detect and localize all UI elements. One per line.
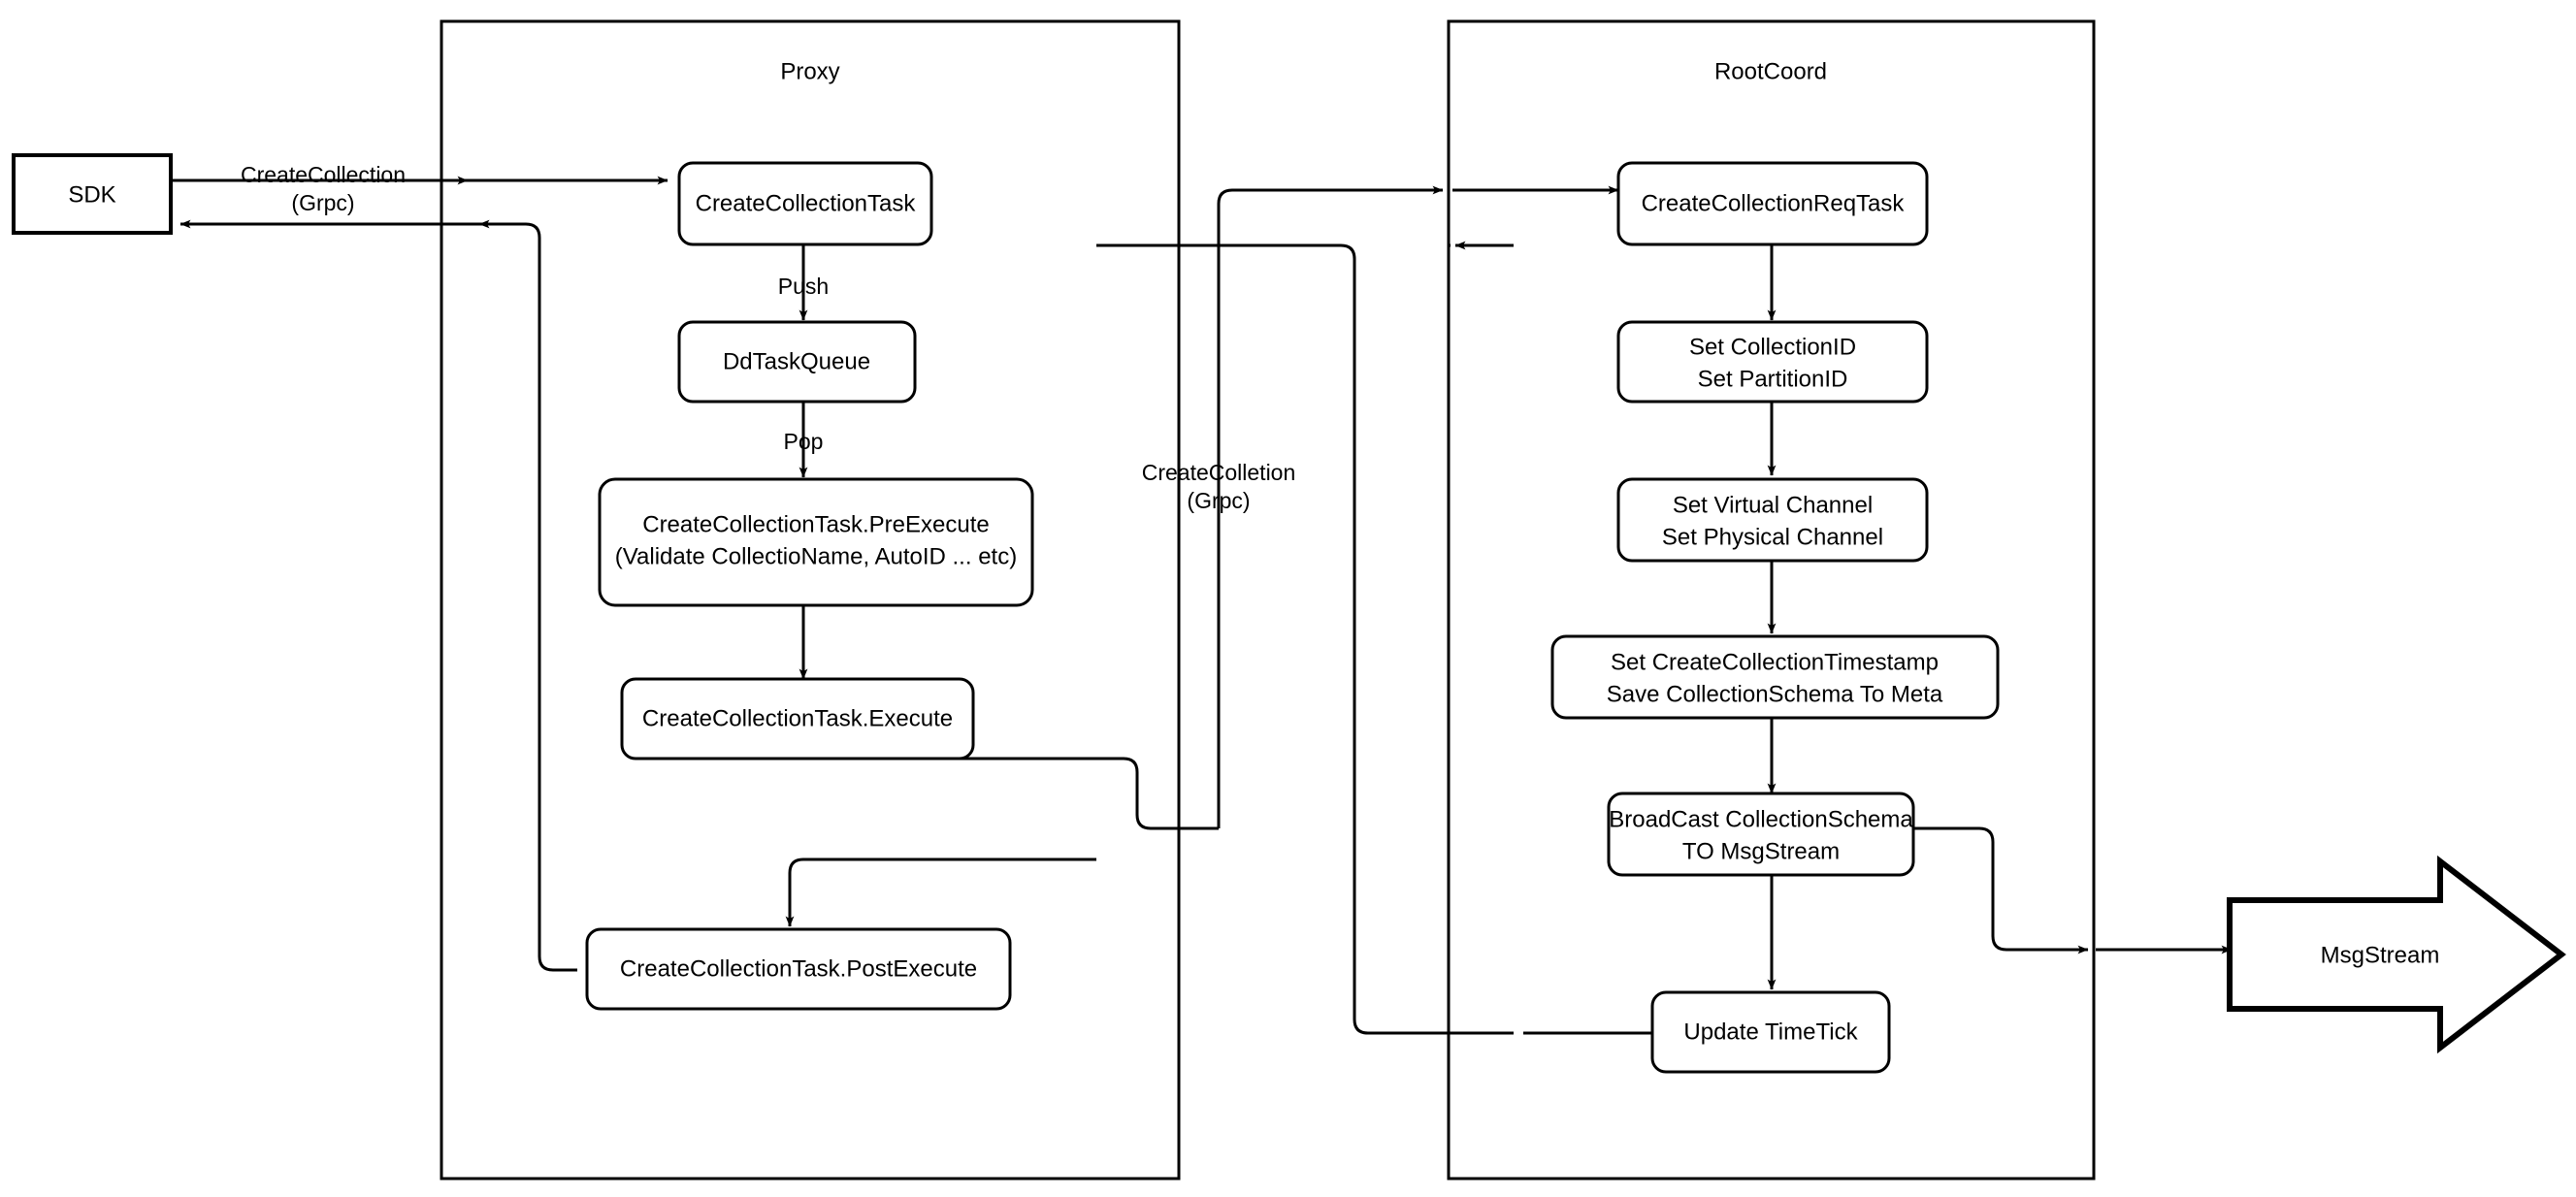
execute-label: CreateCollectionTask.Execute <box>642 705 953 731</box>
pre-execute-label-line1: CreateCollectionTask.PreExecute <box>642 511 990 537</box>
post-execute-box[interactable] <box>585 927 1012 1011</box>
create-collection-req-task-box[interactable] <box>1616 161 1929 246</box>
set-timestamp-label-line1: Set CreateCollectionTimestamp <box>1611 649 1939 675</box>
set-ids-box[interactable] <box>1616 320 1929 404</box>
proxy-container: Proxy <box>440 19 1181 1181</box>
edge-rootcoord-response-to-post-execute <box>785 857 1096 927</box>
sdk-label: SDK <box>68 181 115 208</box>
node-set-channels[interactable]: Set Virtual Channel Set Physical Channel <box>1616 477 1929 563</box>
set-channels-box[interactable] <box>1616 477 1929 563</box>
node-set-timestamp-save-meta[interactable]: Set CreateCollectionTimestamp Save Colle… <box>1550 634 2000 720</box>
create-collection-req-task-label: CreateCollectionReqTask <box>1642 190 1906 216</box>
edge-label-rootcoord-grpc-line1: CreateColletion <box>1142 460 1296 485</box>
pre-execute-box[interactable] <box>598 477 1034 607</box>
edge-label-push: Push <box>778 274 829 299</box>
node-create-collection-req-task[interactable]: CreateCollectionReqTask <box>1616 161 1929 246</box>
msgstream-arrow-shape[interactable] <box>2227 855 2566 1054</box>
execute-box[interactable] <box>620 677 975 760</box>
rootcoord-container-title: RootCoord <box>1714 58 1827 84</box>
broadcast-schema-label-line2: TO MsgStream <box>1682 838 1840 864</box>
set-ids-label-line2: Set PartitionID <box>1698 366 1848 392</box>
post-execute-label: CreateCollectionTask.PostExecute <box>620 955 977 982</box>
edge-post-execute-to-sdk <box>179 219 577 972</box>
set-timestamp-label-line2: Save CollectionSchema To Meta <box>1607 681 1943 707</box>
sdk-box[interactable] <box>12 153 173 235</box>
edge-rootcoord-response-path <box>1096 243 1514 1035</box>
update-timetick-label: Update TimeTick <box>1683 1019 1858 1045</box>
edge-label-sdk-grpc-line2: (Grpc) <box>291 190 354 215</box>
node-set-ids[interactable]: Set CollectionID Set PartitionID <box>1616 320 1929 404</box>
edge-label-rootcoord-grpc-line2: (Grpc) <box>1187 488 1250 513</box>
node-broadcast-schema[interactable]: BroadCast CollectionSchema TO MsgStream <box>1607 792 1915 877</box>
update-timetick-box[interactable] <box>1650 990 1891 1074</box>
node-sdk[interactable]: SDK <box>12 153 173 235</box>
rootcoord-container-rect <box>1447 19 2096 1181</box>
set-timestamp-save-meta-box[interactable] <box>1550 634 2000 720</box>
create-collection-task-label: CreateCollectionTask <box>696 190 917 216</box>
pre-execute-label-line2: (Validate CollectioName, AutoID ... etc) <box>615 543 1017 569</box>
rootcoord-container: RootCoord <box>1447 19 2096 1181</box>
set-channels-label-line1: Set Virtual Channel <box>1673 492 1873 518</box>
dd-task-queue-label: DdTaskQueue <box>723 348 870 374</box>
edge-label-sdk-grpc-line1: CreateCollection <box>241 162 406 187</box>
node-post-execute[interactable]: CreateCollectionTask.PostExecute <box>585 927 1012 1011</box>
node-msgstream[interactable]: MsgStream <box>2227 855 2566 1054</box>
node-dd-task-queue[interactable]: DdTaskQueue <box>677 320 917 404</box>
set-channels-label-line2: Set Physical Channel <box>1662 524 1883 550</box>
edge-execute-to-rootcoord-leg <box>803 757 1219 830</box>
broadcast-schema-label-line1: BroadCast CollectionSchema <box>1609 806 1913 832</box>
edge-broadcast-to-msgstream-leg <box>1913 826 2076 952</box>
edge-proxy-to-rootcoord-request <box>1217 188 1426 828</box>
dd-task-queue-box[interactable] <box>677 320 917 404</box>
node-update-timetick[interactable]: Update TimeTick <box>1650 990 1891 1074</box>
edge-label-pop: Pop <box>784 429 824 454</box>
node-pre-execute[interactable]: CreateCollectionTask.PreExecute (Validat… <box>598 477 1034 607</box>
create-collection-task-box[interactable] <box>677 161 933 246</box>
msgstream-label: MsgStream <box>2321 942 2440 968</box>
proxy-container-rect <box>440 19 1181 1181</box>
set-ids-label-line1: Set CollectionID <box>1689 334 1856 360</box>
node-create-collection-task[interactable]: CreateCollectionTask <box>677 161 933 246</box>
broadcast-schema-box[interactable] <box>1607 792 1915 877</box>
node-execute[interactable]: CreateCollectionTask.Execute <box>620 677 975 760</box>
proxy-container-title: Proxy <box>780 58 839 84</box>
